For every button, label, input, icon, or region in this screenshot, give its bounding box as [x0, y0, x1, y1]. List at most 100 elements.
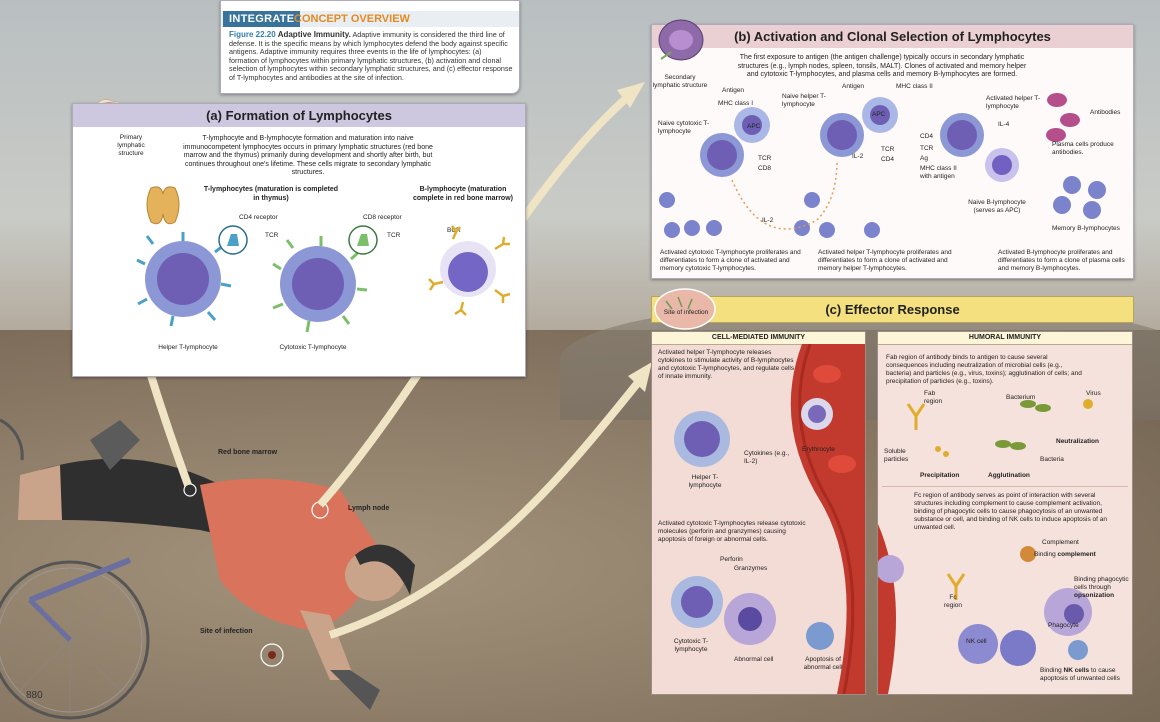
b-cell	[428, 225, 511, 316]
apoptosis-label: Apoptosis of abnormal cell	[803, 656, 843, 671]
cytotoxic-t-label-c: Cytotoxic T-lymphocyte	[673, 638, 709, 653]
tcr-label-b2: TCR	[881, 146, 895, 153]
cytokines-label: Cytokines (e.g., IL-2)	[744, 450, 790, 465]
activated-helper-label: Activated helper T-lymphocyte	[986, 95, 1041, 110]
antigen-label-1: Antigen	[722, 87, 745, 94]
primary-structure-label: Primary lymphatic structure	[117, 134, 145, 157]
bike-wheel-front	[0, 560, 150, 720]
thymus-icon	[146, 186, 180, 225]
panel-b-intro: The first exposure to antigen (the antig…	[737, 54, 1027, 78]
bike-frame	[28, 557, 132, 603]
cd4-label-b3: CD4	[920, 133, 934, 140]
secondary-structure-label: Secondary lymphatic structure	[652, 74, 708, 89]
label-site-of-infection: Site of infection	[200, 628, 253, 635]
concept-overview-box: INTEGRATE CONCEPT OVERVIEW Figure 22.20 …	[220, 0, 520, 94]
cm-text-1: Activated helper T-lymphocyte releases c…	[658, 349, 795, 380]
panel-b-bottom-2: Activated helper T-lymphocyte proliferat…	[818, 249, 952, 272]
cd4-label-b2: CD4	[881, 156, 895, 163]
bacterium-label: Bacterium	[1006, 394, 1036, 401]
il2-label-1: IL-2	[852, 153, 864, 160]
binding-phagocytic-label: Binding phagocytic cells through opsoniz…	[1074, 576, 1129, 599]
apc-label-1: APC	[747, 123, 761, 130]
bike-wheel-rear	[0, 418, 24, 461]
helper-t-cell	[136, 225, 248, 327]
cell-mediated-immunity-panel: CELL-MEDIATED IMMUNITY Activated helper …	[651, 331, 866, 695]
t-lymphocyte-heading: T-lymphocytes (maturation is completed i…	[203, 186, 339, 202]
mhc-class-ii-label: MHC class II	[896, 83, 933, 90]
site-of-infection-icon	[654, 288, 716, 330]
fc-region-label: Fc region	[943, 594, 963, 609]
naive-b-label: Naive B-lymphocyte (serves as APC)	[968, 199, 1026, 214]
hu-text-2: Fc region of antibody serves as point of…	[914, 492, 1107, 531]
complement-label: Complement	[1042, 539, 1079, 546]
panel-activation-clonal-selection: (b) Activation and Clonal Selection of L…	[651, 24, 1134, 279]
erythrocyte-label: Erythrocyte	[802, 446, 835, 453]
label-red-bone-marrow: Red bone marrow	[218, 449, 278, 456]
precipitation-label: Precipitation	[920, 472, 960, 479]
activation-diagram	[659, 93, 1106, 238]
arrow-to-panel-c	[328, 377, 644, 639]
cytotoxic-t-cell	[272, 225, 378, 333]
il4-label: IL-4	[998, 121, 1010, 128]
caption-title: Adaptive Immunity.	[277, 30, 351, 39]
cm-text-2: Activated cytotoxic T-lymphocytes releas…	[658, 520, 806, 543]
cyclist-shirt	[200, 478, 380, 630]
integrate-tag: INTEGRATE	[223, 11, 301, 27]
cd4-receptor-label: CD4 receptor	[239, 214, 278, 221]
naive-cytotoxic-label: Naive cytotoxic T-lymphocyte	[658, 120, 710, 135]
virus-label: Virus	[1086, 390, 1101, 397]
site-of-infection-label: Site of infection	[663, 309, 709, 316]
antibody-drawing	[878, 399, 1093, 694]
cyclist-illustration	[0, 418, 415, 720]
ag-label: Ag	[920, 155, 928, 162]
memory-b-label: Memory B-lymphocytes	[1052, 225, 1120, 232]
b-lymphocyte-heading: B-lymphocyte (maturation complete in red…	[413, 186, 513, 202]
caption-body: Adaptive immunity is considered the thir…	[229, 30, 513, 82]
neutralization-label: Neutralization	[1056, 438, 1099, 445]
panel-b-title: (b) Activation and Clonal Selection of L…	[652, 25, 1133, 48]
plasma-cells-label: Plasma cells produce antibodies.	[1052, 141, 1114, 156]
humoral-header: HUMORAL IMMUNITY	[878, 332, 1132, 345]
tcr-label-b1: TCR	[758, 155, 772, 162]
panel-formation-of-lymphocytes: (a) Formation of Lymphocytes Primary lym…	[72, 103, 526, 377]
tcr-label-helper: TCR	[265, 232, 279, 239]
panel-a-intro: T-lymphocyte and B-lymphocyte formation …	[183, 135, 433, 176]
phagocyte-label: Phagocyte	[1048, 622, 1079, 629]
granzymes-label: Granzymes	[734, 565, 768, 572]
humoral-divider	[882, 486, 1128, 487]
helper-t-label: Helper T-lymphocyte	[158, 344, 218, 351]
hu-text-1: Fab region of antibody binds to antigen …	[886, 354, 1082, 385]
figure-number: Figure 22.20	[229, 30, 276, 39]
agglutination-label: Agglutination	[988, 472, 1030, 479]
il2-label-2: IL-2	[762, 217, 774, 224]
binding-complement-label: Binding complement	[1034, 551, 1096, 558]
blood-vessel-drawing	[671, 344, 865, 694]
lymphocyte-drawings	[136, 225, 511, 333]
helper-t-label-c: Helper T-lymphocyte	[688, 474, 722, 489]
antigen-label-2: Antigen	[842, 83, 865, 90]
cd8-receptor-label: CD8 receptor	[363, 214, 402, 221]
abnormal-cell-label: Abnormal cell	[734, 656, 774, 663]
apc-label-2: APC	[872, 111, 886, 118]
page-number: 880	[26, 690, 43, 701]
antibodies-label: Antibodies	[1090, 109, 1121, 116]
naive-helper-label: Naive helper T-lymphocyte	[782, 93, 826, 108]
lymph-node-icon	[658, 19, 704, 61]
fab-region-label: Fab region	[924, 390, 943, 405]
mhc-ii-antigen-label: MHC class II with antigen	[920, 165, 957, 180]
binding-nk-label: Binding NK cells to cause apoptosis of u…	[1040, 667, 1120, 682]
soluble-particles-label: Soluble particles	[884, 448, 909, 463]
panel-b-bottom-3: Activated B-lymphocyte proliferates and …	[998, 249, 1125, 272]
nk-cell-label: NK cell	[966, 638, 987, 645]
concept-overview-tag: CONCEPT OVERVIEW	[294, 13, 410, 25]
humoral-immunity-panel: HUMORAL IMMUNITY Fab region of antibody …	[877, 331, 1133, 695]
mhc-class-i-label: MHC class I	[718, 100, 754, 107]
cytotoxic-t-label: Cytotoxic T-lymphocyte	[279, 344, 347, 351]
figure-caption: Figure 22.20 Adaptive Immunity. Adaptive…	[229, 30, 513, 83]
panel-b-bottom-1: Activated cytotoxic T-lymphocyte prolife…	[660, 249, 801, 272]
perforin-label: Perforin	[720, 556, 743, 563]
label-lymph-node: Lymph node	[348, 505, 390, 512]
tcr-label-b3: TCR	[920, 145, 934, 152]
bacteria-label: Bacteria	[1040, 456, 1064, 463]
panel-a-title: (a) Formation of Lymphocytes	[73, 104, 525, 127]
